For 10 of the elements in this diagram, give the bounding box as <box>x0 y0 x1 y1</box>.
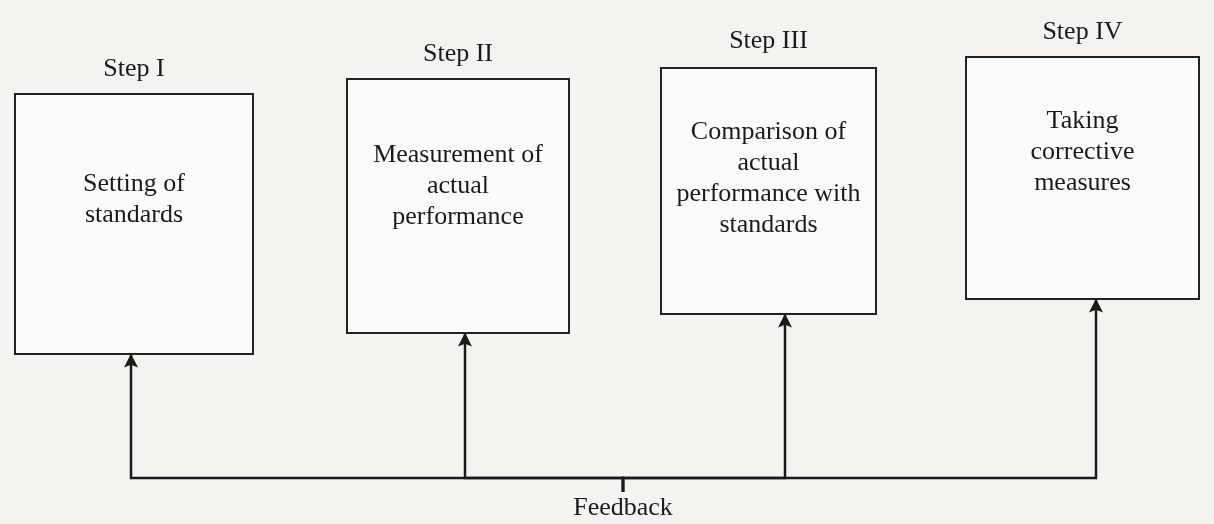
step-label: Step I <box>102 53 166 83</box>
box-text: Measurement of actual performance <box>372 138 544 231</box>
box-text: Taking corrective measures <box>1029 104 1136 197</box>
feedback-arrow <box>621 298 1103 492</box>
step-label: Step II <box>421 38 494 68</box>
feedback-label: Feedback <box>573 492 673 521</box>
box-text: Comparison of actual performance with standards <box>675 115 862 239</box>
step-label: Step III <box>728 25 809 55</box>
box-text: Setting of standards <box>82 167 186 229</box>
step-label: Step IV <box>1041 16 1124 46</box>
